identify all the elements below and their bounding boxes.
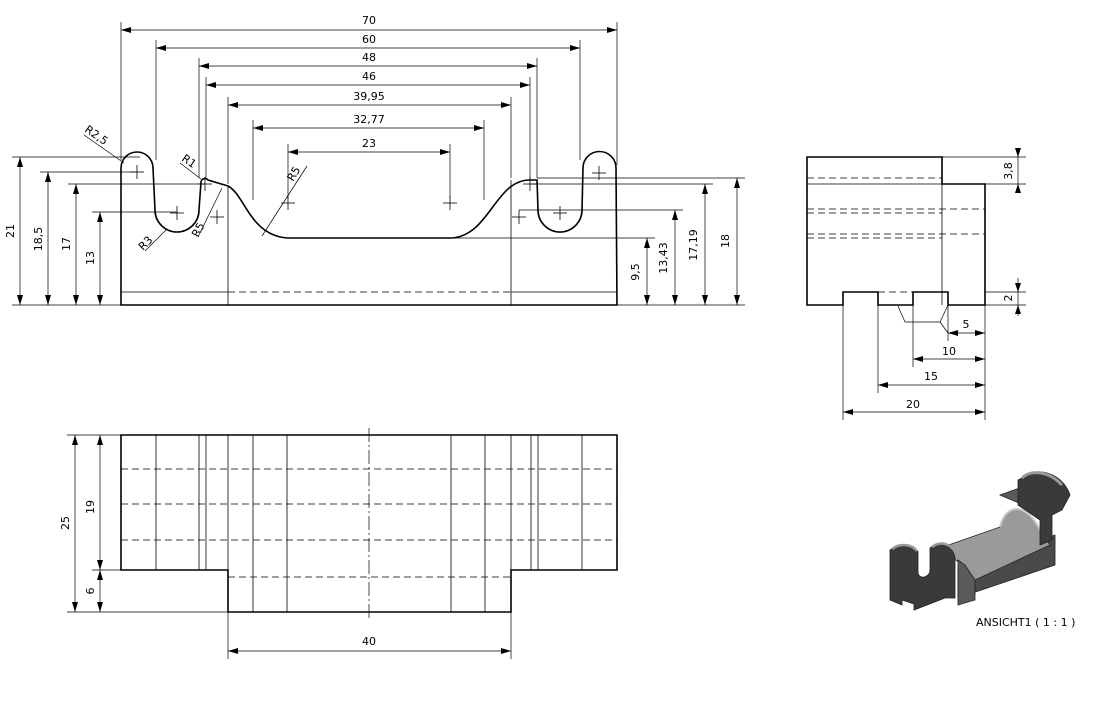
dim-32-77: 32,77 — [353, 113, 385, 126]
front-view: 70 60 48 46 39,95 32,77 23 R2,5 R1 R3 R5… — [4, 14, 745, 306]
dim-39-95: 39,95 — [353, 90, 385, 103]
dim-3-8: 3,8 — [1002, 162, 1015, 180]
dim-40: 40 — [362, 635, 376, 648]
front-view-outline — [120, 150, 618, 306]
dim-18-5: 18,5 — [32, 227, 45, 252]
dim-19: 19 — [84, 500, 97, 514]
dim-13-43: 13,43 — [657, 242, 670, 274]
iso-left-block — [889, 543, 956, 611]
dim-10: 10 — [942, 345, 956, 358]
dim-23: 23 — [362, 137, 376, 150]
dim-13: 13 — [84, 251, 97, 265]
iso-view: ANSICHT1 ( 1 : 1 ) — [889, 471, 1075, 629]
radius-r2-5: R2,5 — [82, 123, 110, 148]
dim-48: 48 — [362, 51, 376, 64]
dim-17: 17 — [60, 237, 73, 251]
dim-21: 21 — [4, 224, 17, 238]
radius-r5-left: R5 — [189, 220, 207, 239]
dim-9-5: 9,5 — [629, 263, 642, 281]
radius-r5-right: R5 — [285, 164, 304, 183]
dim-15: 15 — [924, 370, 938, 383]
dim-2: 2 — [1002, 295, 1015, 302]
dim-17-19: 17,19 — [687, 229, 700, 261]
dim-25: 25 — [59, 516, 72, 530]
dim-5: 5 — [963, 318, 970, 331]
dim-46: 46 — [362, 70, 376, 83]
dim-70: 70 — [362, 14, 376, 27]
side-view: 3,8 2 5 10 15 20 — [806, 148, 1026, 420]
dim-60: 60 — [362, 33, 376, 46]
iso-view-label: ANSICHT1 ( 1 : 1 ) — [976, 616, 1075, 629]
top-view: 25 19 6 40 — [59, 428, 618, 659]
radius-r1: R1 — [179, 152, 198, 171]
radius-r3: R3 — [136, 234, 156, 254]
dim-20: 20 — [906, 398, 920, 411]
dim-18: 18 — [719, 234, 732, 248]
side-view-outline — [806, 156, 986, 306]
dim-6: 6 — [84, 588, 97, 595]
